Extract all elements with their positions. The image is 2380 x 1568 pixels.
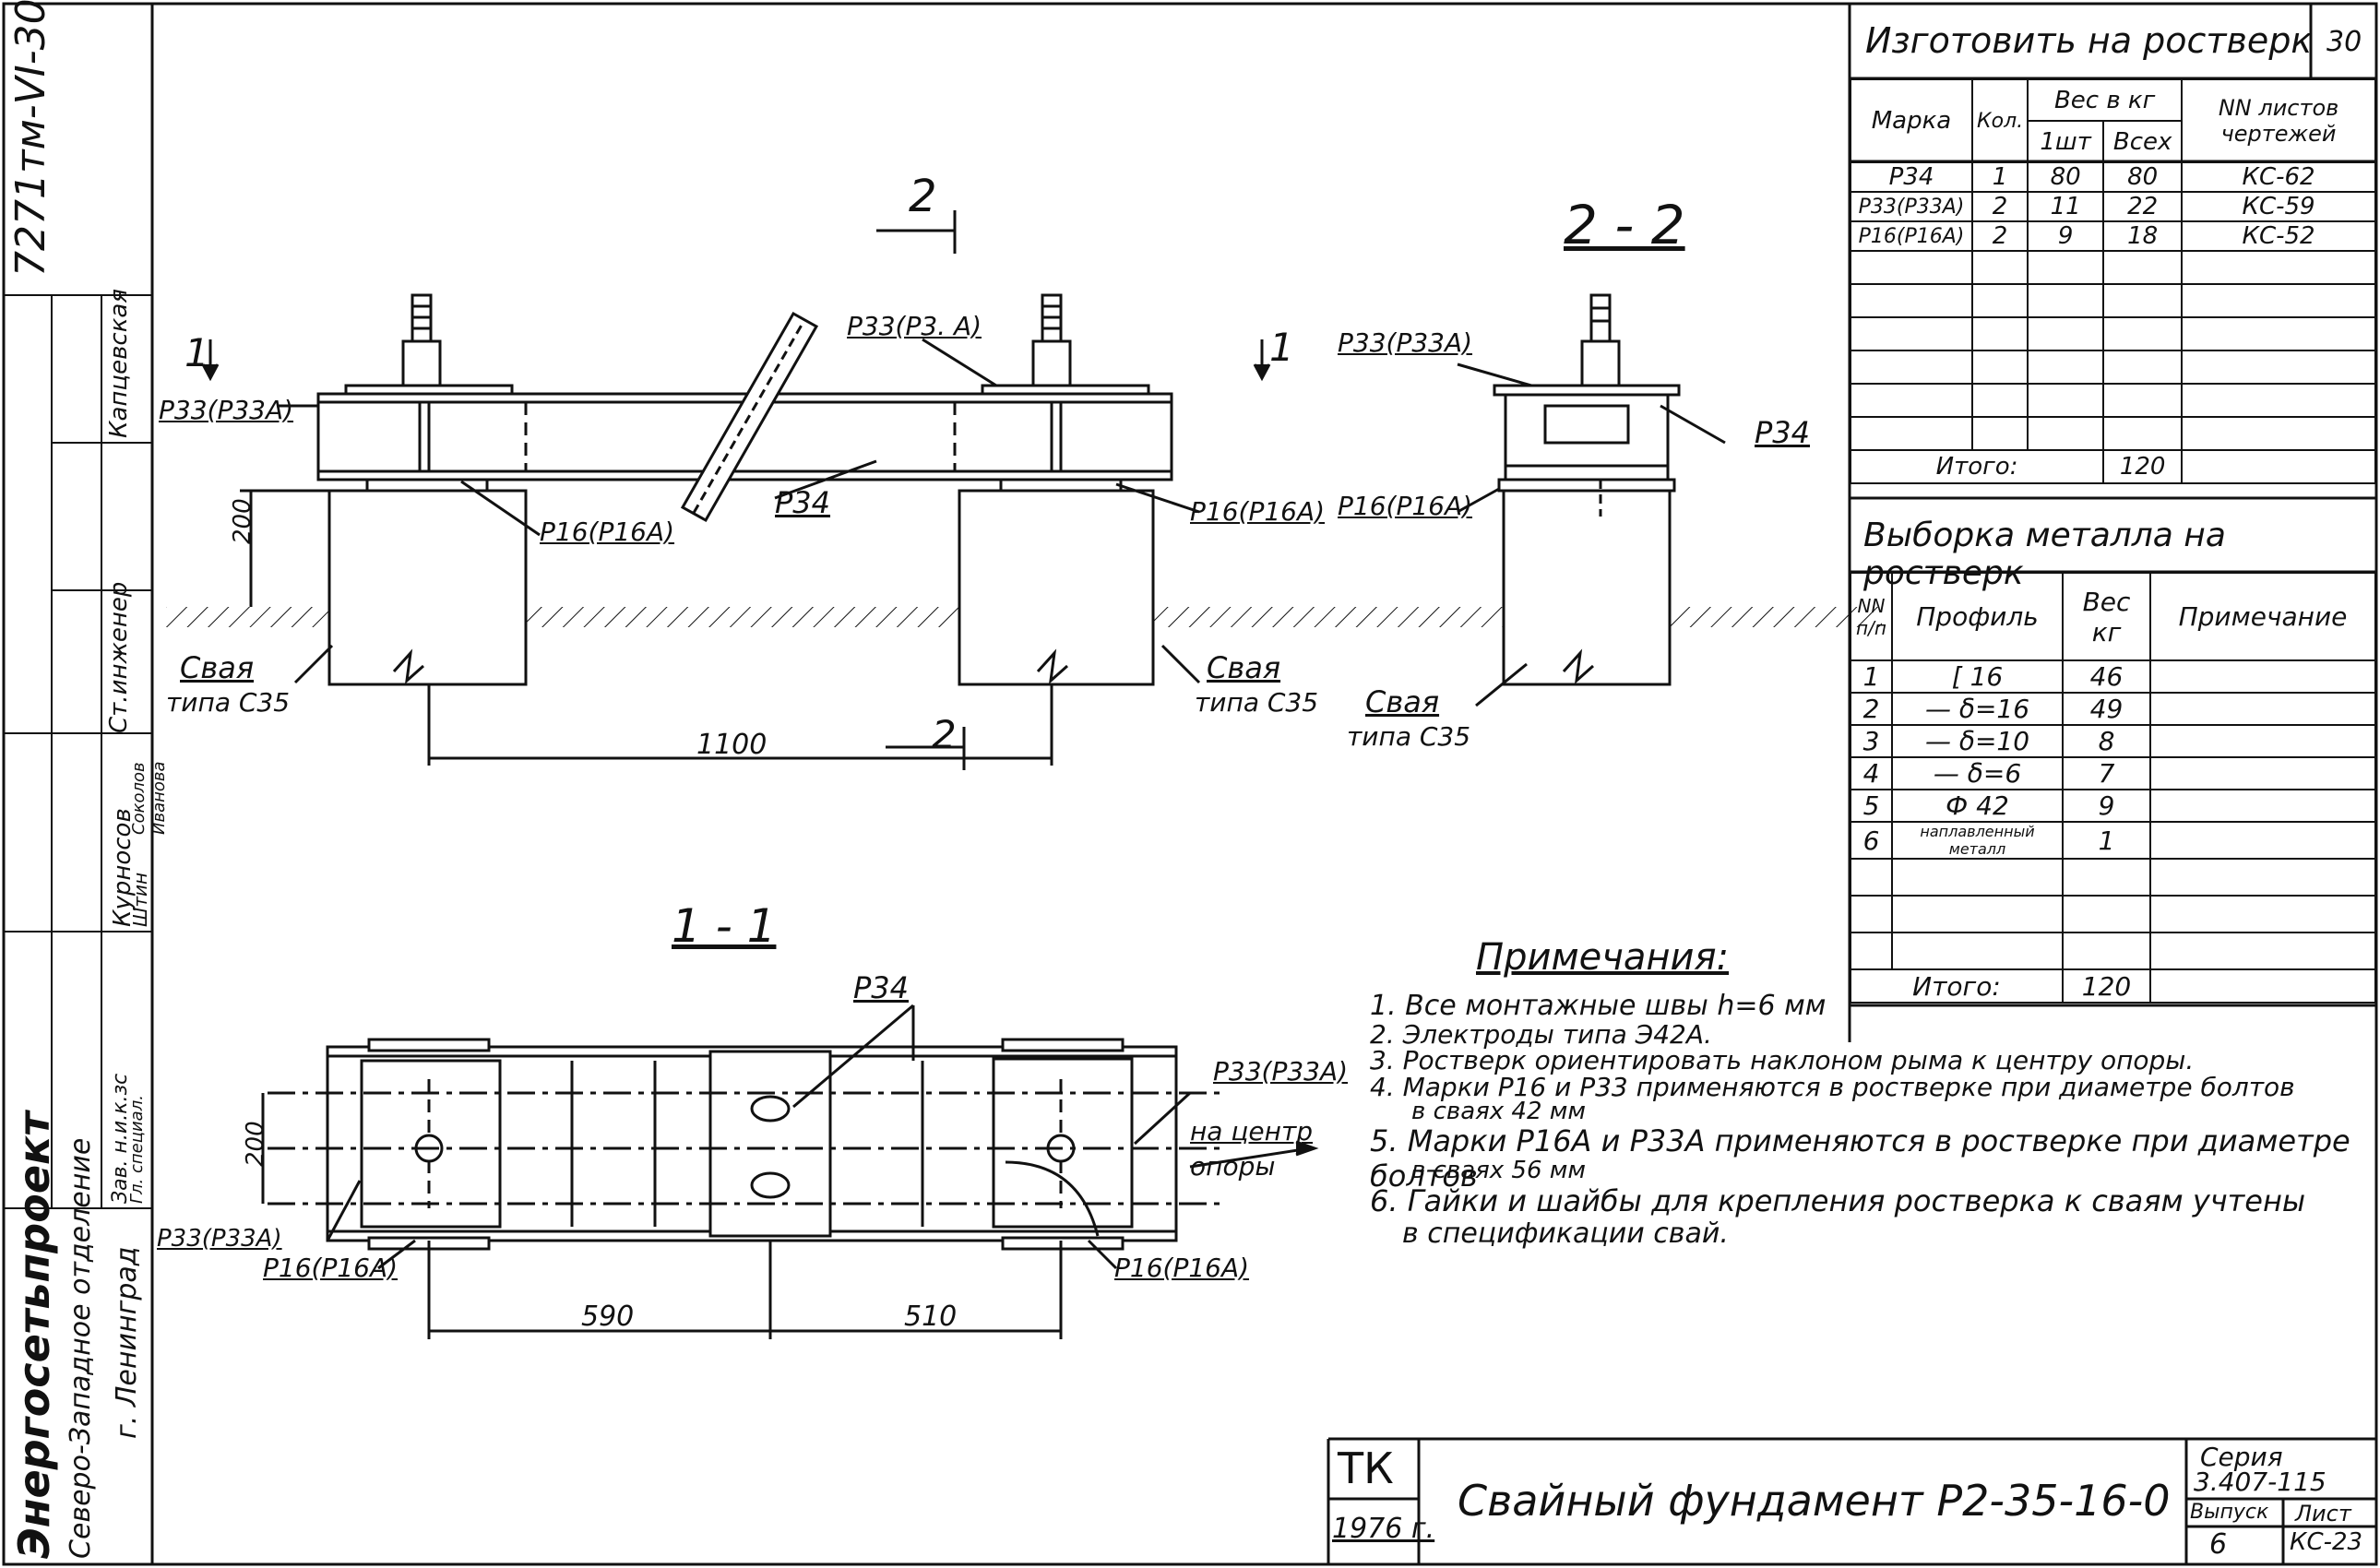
- note-2: 2. Электроды типа Э42А.: [1370, 1019, 1712, 1050]
- note-6-cont: в спецификации свай.: [1402, 1218, 1729, 1250]
- section-1-1: [261, 1004, 1319, 1339]
- spec-header-sheets: NN листов чертежей: [2181, 78, 2376, 163]
- section-2-2: [1310, 293, 1882, 707]
- org-name: Энергосетьпроект: [9, 1111, 59, 1559]
- label-p16-section: Р16(Р16А): [1338, 491, 1473, 521]
- section-mark-2-top: 2: [909, 171, 937, 222]
- label-p16-plan-left: Р16(Р16А): [263, 1253, 399, 1283]
- label-p34-front: Р34: [775, 485, 831, 520]
- metal-header-profile: Профиль: [1891, 572, 2064, 661]
- front-view: [166, 210, 1310, 770]
- label-p16-plan-right: Р16(Р16А): [1114, 1253, 1250, 1283]
- label-pile-type-right: типа С35: [1195, 687, 1319, 718]
- spec-total-label: Итого:: [1849, 449, 2105, 484]
- view-title-1-1: 1 - 1: [672, 899, 777, 953]
- label-p16-left: Р16(Р16А): [540, 517, 675, 547]
- org-city: г. Ленинград: [111, 1246, 143, 1439]
- label-p33-plan-right: Р33(Р33А): [1213, 1056, 1349, 1087]
- label-p16-right: Р16(Р16А): [1190, 496, 1326, 527]
- label-support: опоры: [1190, 1151, 1276, 1182]
- dim-200-plan: 200: [242, 1121, 269, 1167]
- spec-header-qty: Кол.: [1970, 78, 2029, 163]
- spec-header-wall: Всех: [2102, 120, 2184, 163]
- staff-role-5: Ст.инженер: [105, 581, 133, 733]
- spec-total-row: Итого: 120: [1849, 449, 2376, 484]
- note-3: 3. Ростверк ориентировать наклоном рыма …: [1370, 1045, 2195, 1075]
- label-p33-left: Р33(Р33А): [159, 395, 294, 425]
- spec-header-weight: Вес в кг: [2027, 78, 2184, 122]
- section-mark-1-left: 1: [184, 330, 209, 375]
- staff-name-2: Штин: [129, 872, 151, 927]
- issue-label: Выпуск: [2190, 1501, 2269, 1524]
- metal-total: 120: [2062, 968, 2151, 1004]
- metal-header-note: Примечание: [2149, 572, 2376, 661]
- staff-name-3: Соколов: [129, 762, 149, 835]
- metal-header-num: NN п/п: [1850, 572, 1893, 661]
- note-5: 5. Марки Р16А и Р33А применяются в роств…: [1370, 1123, 2350, 1194]
- notes-title: Примечания:: [1476, 936, 1730, 979]
- org-branch: Северо-Западное отделение: [65, 1137, 97, 1559]
- spec-table-page: 30: [2326, 26, 2362, 58]
- label-pile-section: Свая: [1365, 684, 1440, 719]
- label-pile-right: Свая: [1207, 650, 1281, 685]
- drawing-title: Свайный фундамент Р2-35-16-0: [1458, 1476, 2171, 1526]
- spec-table: Марка Кол. Вес в кг NN листов чертежей 1…: [1849, 78, 2376, 484]
- spec-table-title: Изготовить на ростверк: [1865, 20, 2313, 61]
- metal-total-label: Итого:: [1850, 968, 2064, 1004]
- title-tk: ТК: [1338, 1443, 1394, 1493]
- series-label: Серия: [2200, 1442, 2283, 1472]
- label-p34-plan: Р34: [853, 970, 910, 1005]
- staff-name-5: Капцевская: [105, 289, 133, 438]
- label-p33-plan-left: Р33(Р33А): [157, 1225, 282, 1253]
- label-pile-type-section: типа С35: [1347, 721, 1471, 752]
- label-p34-section: Р34: [1755, 415, 1811, 450]
- issue-value: 6: [2209, 1528, 2228, 1561]
- section-mark-1-right: 1: [1269, 325, 1294, 370]
- label-pile-left: Свая: [180, 650, 255, 685]
- spec-total: 120: [2102, 449, 2184, 484]
- metal-total-row: Итого: 120: [1850, 968, 2376, 1004]
- view-title-2-2: 2 - 2: [1564, 194, 1685, 256]
- dim-1100: 1100: [696, 729, 768, 761]
- staff-name-4: Иванова: [149, 761, 169, 835]
- spec-header-mark: Марка: [1850, 78, 1973, 163]
- series-value: 3.407-115: [2194, 1467, 2326, 1497]
- title-year: 1976 г.: [1332, 1513, 1435, 1545]
- dim-510: 510: [904, 1301, 958, 1333]
- label-to-center: на центр: [1190, 1116, 1314, 1146]
- dim-590: 590: [581, 1301, 635, 1333]
- metal-header-weight: Вес кг: [2062, 572, 2151, 661]
- sheet-label: Лист: [2295, 1501, 2351, 1526]
- label-p33-center: Р33(Р3. А): [847, 311, 982, 341]
- label-p33-section: Р33(Р33А): [1338, 327, 1473, 358]
- title-block-frame: [1327, 1437, 2376, 1564]
- staff-role-2: Гл. специал.: [127, 1095, 147, 1204]
- section-mark-2-bottom: 2: [932, 712, 957, 757]
- dim-200-front: 200: [229, 498, 256, 544]
- spec-header-w1: 1шт: [2027, 120, 2105, 163]
- note-4: 4. Марки Р16 и Р33 применяются в роствер…: [1370, 1072, 2295, 1102]
- drawing-code: 7271тм-VI-30: [7, 0, 54, 277]
- note-6: 6. Гайки и шайбы для крепления ростверка…: [1370, 1183, 2306, 1218]
- note-4-cont: в сваях 42 мм: [1411, 1098, 1587, 1125]
- sheet-value: КС-23: [2290, 1528, 2363, 1556]
- label-pile-type-left: типа С35: [166, 687, 291, 718]
- note-5-cont: в сваях 56 мм: [1411, 1157, 1587, 1184]
- note-1: 1. Все монтажные швы h=6 мм: [1370, 990, 1827, 1022]
- left-strip: [4, 294, 152, 1209]
